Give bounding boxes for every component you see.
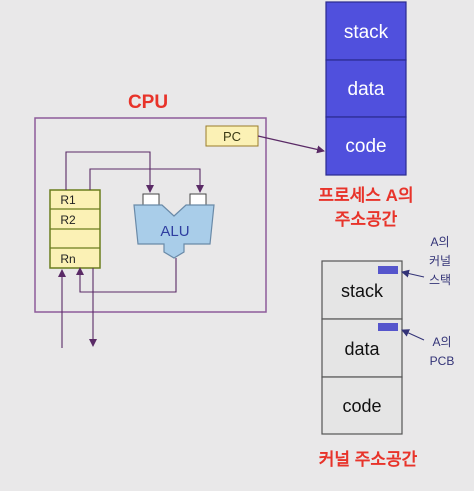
kernel-code-label: code — [342, 396, 381, 416]
process-code-label: code — [345, 136, 386, 157]
process-code-segment — [325, 116, 407, 176]
kernel-pcb-note-arrow — [401, 329, 425, 341]
alu-input-latch-left — [142, 193, 160, 206]
process-stack-label: stack — [344, 22, 389, 43]
kernel-stack-note-line2: 커널 — [429, 254, 451, 268]
register-rn-label: Rn — [60, 252, 75, 266]
cpu-title: CPU — [128, 92, 168, 113]
process-data-segment — [325, 59, 407, 118]
process-data-label: data — [348, 79, 385, 100]
kernel-stack-marker — [378, 266, 398, 274]
bus-line-register-to-alu-right — [89, 168, 204, 193]
kernel-code-segment — [321, 376, 403, 435]
alu-shape — [133, 204, 215, 259]
pc-register-label: PC — [223, 129, 241, 144]
register-r1-label: R1 — [60, 193, 76, 207]
process-caption-line1: 프로세스 A의 — [318, 186, 413, 205]
kernel-pcb-marker — [378, 323, 398, 331]
kernel-data-label: data — [344, 339, 380, 359]
bus-line-register-to-alu-left — [65, 151, 154, 193]
alu-output-feedback-line — [76, 258, 177, 293]
kernel-caption: 커널 주소공간 — [319, 450, 418, 469]
kernel-address-space: stack data code — [321, 260, 403, 435]
pc-to-code-arrow — [257, 135, 325, 154]
register-file: R1 R2 Rn — [49, 189, 101, 269]
kernel-stack-segment — [321, 260, 403, 320]
process-address-space: stack data code — [325, 1, 407, 176]
kernel-pcb-note-line2: PCB — [430, 354, 455, 368]
kernel-stack-note-line1: A의 — [430, 235, 449, 249]
kernel-stack-note-arrow — [401, 269, 425, 278]
kernel-stack-label: stack — [341, 281, 384, 301]
process-caption-line2: 주소공간 — [335, 210, 398, 229]
cpu-box — [34, 117, 267, 313]
alu-label: ALU — [160, 223, 189, 240]
kernel-stack-note-line3: 스택 — [429, 273, 451, 287]
alu-input-latch-right — [189, 193, 207, 206]
process-stack-segment — [325, 1, 407, 61]
register-r2-label: R2 — [60, 213, 76, 227]
kernel-pcb-note-line1: A의 — [432, 335, 451, 349]
